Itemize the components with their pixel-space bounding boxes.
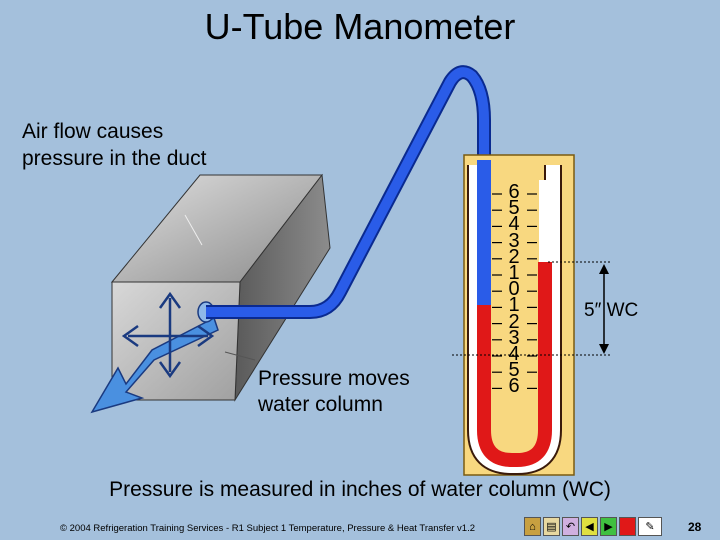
scale-number: 1 [508, 294, 520, 317]
water-column [477, 262, 552, 467]
scale-number: 5 [508, 359, 520, 382]
dimension-arrow [599, 264, 609, 354]
air-flow-line1: Air flow causes [22, 120, 164, 143]
back-icon[interactable]: ◀ [581, 517, 598, 536]
footer-copyright: © 2004 Refrigeration Training Services -… [60, 523, 475, 534]
air-flow-text: Air flow causes pressure in the duct [22, 118, 206, 172]
stop-icon[interactable] [619, 517, 636, 536]
pressure-line2: water column [258, 393, 383, 416]
scale-number: 2 [508, 310, 520, 333]
measurement-text: Pressure is measured in inches of water … [109, 478, 611, 501]
scale-number: 4 [508, 213, 520, 236]
air-flow-line2: pressure in the duct [22, 147, 207, 170]
scale-number: 0 [508, 278, 520, 301]
scale-number: 2 [508, 245, 520, 268]
scale-number: 5 [508, 197, 520, 220]
pressure-line1: Pressure moves [258, 367, 410, 390]
play-icon[interactable]: ▶ [600, 517, 617, 536]
page-icon[interactable]: ▤ [543, 517, 560, 536]
home-icon[interactable]: ⌂ [524, 517, 541, 536]
scale-number: 3 [508, 229, 520, 252]
page-number: 28 [688, 520, 702, 534]
cursor-icon[interactable]: ✎ [638, 517, 662, 536]
scale-number: 3 [508, 326, 520, 349]
u-turn-icon[interactable]: ↶ [562, 517, 579, 536]
slide-title: U-Tube Manometer [204, 6, 516, 47]
scale-number: 4 [508, 343, 520, 365]
reading-label: 5″ WC [584, 300, 639, 321]
scale-number: 6 [508, 181, 520, 203]
airflow-arrows [90, 291, 219, 414]
scale-ticks [492, 193, 537, 389]
scale-number: 6 [508, 375, 520, 398]
scale-number: 1 [508, 262, 520, 284]
pressure-text: Pressure moves water column [258, 366, 410, 418]
